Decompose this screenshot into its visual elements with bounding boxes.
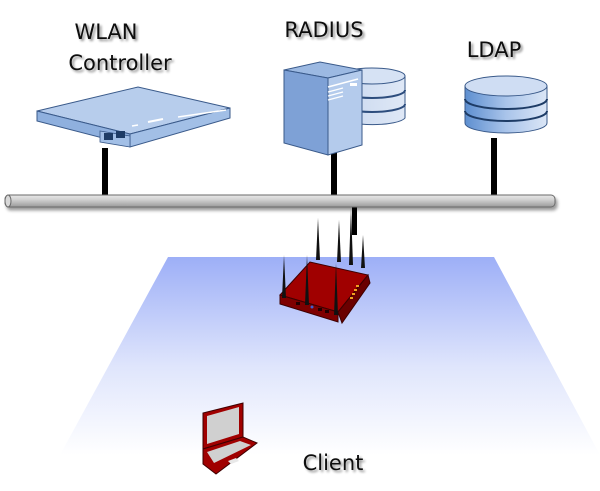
ldap-label: LDAP — [467, 38, 522, 62]
wireless-coverage-area — [60, 257, 600, 455]
wlan-controller-icon — [36, 86, 231, 148]
access-point-icon — [279, 208, 371, 325]
client-laptop-icon — [202, 402, 258, 475]
radius-server-icon — [283, 61, 406, 156]
lan-bus — [4, 194, 556, 208]
client-label: Client — [303, 451, 364, 475]
wlan-controller-label-line1: WLAN — [74, 20, 137, 44]
ldap-database-icon — [464, 75, 548, 134]
cable-access-point — [352, 207, 357, 235]
radius-label: RADIUS — [284, 18, 363, 42]
wlan-controller-label-line2: Controller — [68, 51, 172, 75]
cable-radius — [331, 150, 337, 196]
cable-wlan-controller — [102, 148, 108, 196]
cable-ldap — [491, 138, 497, 196]
